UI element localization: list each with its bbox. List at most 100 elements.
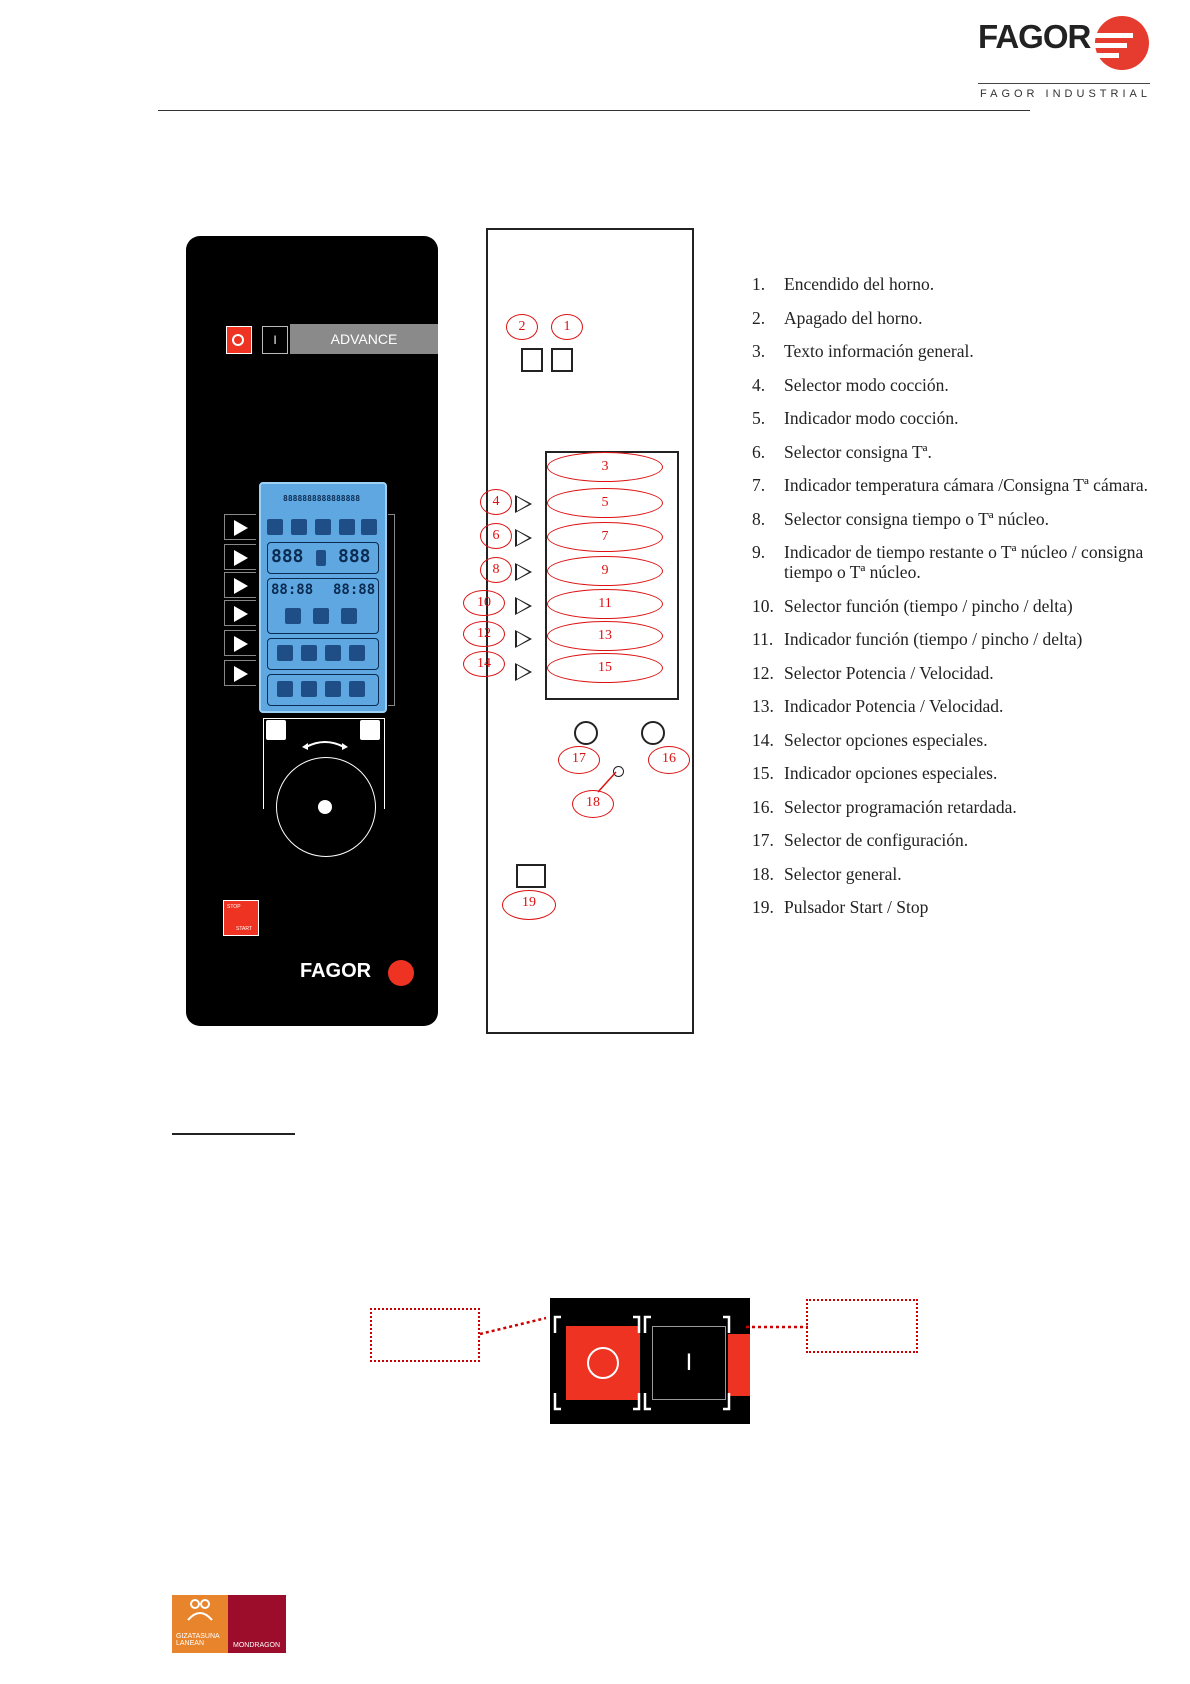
door-icon [277,681,293,697]
legend-item: 3.Texto información general. [752,341,1152,361]
oval-7: 7 [547,522,663,552]
legend-text: Indicador Potencia / Velocidad. [784,696,1004,716]
legend-text: Indicador de tiempo restante o Tª núcleo… [784,542,1144,582]
legend-text: Selector consigna Tª. [784,441,932,462]
temp-right-readout: 888 [338,546,371,567]
legend-number: 17. [752,830,774,850]
arrow-right-icon [234,636,248,652]
fan-icon [277,645,293,661]
legend-number: 16. [752,796,774,817]
selector-arrow-button[interactable] [224,544,256,570]
legend-number: 11. [752,629,774,649]
callout-19: 19 [502,890,556,920]
oval-3: 3 [547,452,663,482]
temp-left-readout: 888 [271,546,304,567]
mode-icon [339,519,355,535]
legend-item: 7.Indicador temperatura cámara /Consigna… [752,475,1152,495]
schematic-arrow [515,597,532,615]
callout-2: 2 [506,314,538,340]
delta-icon [341,608,357,624]
legend-item: 1.Encendido del horno. [752,274,1152,294]
callout-box-left [370,1308,480,1362]
time-box [267,578,379,634]
callout-17: 17 [558,746,600,774]
legend-item: 15.Indicador opciones especiales. [752,763,1152,783]
schematic-knob-dot [613,766,624,777]
legend-text: Indicador función (tiempo / pincho / del… [784,629,1083,649]
schematic-start-stop [516,864,546,888]
panel-model-label: ADVANCE [290,324,438,354]
callout-leader [597,771,617,793]
mondragon-logo: MONDRAGON [228,1595,286,1653]
oval-15: 15 [547,653,663,683]
legend-item: 12.Selector Potencia / Velocidad. [752,663,1152,683]
callout-6: 6 [480,523,512,549]
detail-power-off-button[interactable] [566,1326,640,1400]
schematic-config-button [574,721,598,745]
legend-text: Selector opciones especiales. [784,729,988,750]
cleaning-icon [325,681,341,697]
delay-program-icon[interactable] [360,720,380,740]
oval-9: 9 [547,556,663,586]
callout-12: 12 [463,621,505,647]
detail-power-on-button[interactable]: I [652,1326,726,1400]
legend-text: Selector programación retardada. [784,796,1017,817]
callout-18: 18 [572,790,614,818]
start-stop-button[interactable]: STOP START [223,900,259,936]
thermometer-icon [316,550,326,566]
clock-icon [313,608,329,624]
legend-number: 14. [752,729,774,750]
arrow-right-icon [234,520,248,536]
schematic-power-off [521,348,543,372]
side-bracket [388,514,395,706]
detail-red-strip [728,1334,750,1396]
callout-4: 4 [480,489,512,515]
legend-number: 13. [752,696,774,716]
brand-logo-icon [1093,16,1149,70]
legend-item: 18.Selector general. [752,864,1152,884]
gear-icon[interactable] [266,720,286,740]
callout-14: 14 [463,651,505,677]
schematic-delay-button [641,721,665,745]
fan-icon [301,645,317,661]
selector-arrow-button[interactable] [224,600,256,626]
knob-frame [263,718,385,809]
panel-logo-icon [388,960,414,986]
arrow-right-icon [234,606,248,622]
schematic-arrow [515,663,532,681]
power-on-button[interactable]: I [262,326,288,354]
selector-arrow-button[interactable] [224,514,256,540]
power-off-button[interactable] [226,326,252,354]
legend-number: 19. [752,897,774,917]
lcd-info-text: 8888888888888888 [283,494,361,503]
header-rule [158,110,1030,111]
mode-icon [315,519,331,535]
legend-number: 5. [752,408,766,428]
legend-item: 2.Apagado del horno. [752,308,1152,328]
general-selector-knob[interactable] [276,757,376,857]
selector-arrow-button[interactable] [224,660,256,686]
selector-arrow-button[interactable] [224,572,256,598]
legend-text: Selector función (tiempo / pincho / delt… [784,595,1073,616]
section-rule [172,1133,295,1135]
probe-icon [285,608,301,624]
schematic-arrow [515,563,532,581]
power-off-icon [587,1347,619,1379]
legend-text: Selector general. [784,863,902,884]
mode-icon [291,519,307,535]
callout-1: 1 [551,314,583,340]
options-box [267,674,379,706]
brand-subtitle: FAGOR INDUSTRIAL [980,88,1151,100]
gizatasuna-text: GIZATASUNA LANEAN [176,1633,220,1647]
legend-text: Pulsador Start / Stop [784,897,929,917]
legend-item: 4.Selector modo cocción. [752,375,1152,395]
legend-text: Encendido del horno. [784,274,935,294]
fan-box [267,638,379,670]
brand-divider [978,83,1150,84]
legend-number: 4. [752,374,766,395]
arrow-right-icon [234,578,248,594]
legend-number: 10. [752,595,774,616]
selector-arrow-button[interactable] [224,630,256,656]
temp-box [267,542,379,574]
legend-number: 12. [752,662,774,683]
